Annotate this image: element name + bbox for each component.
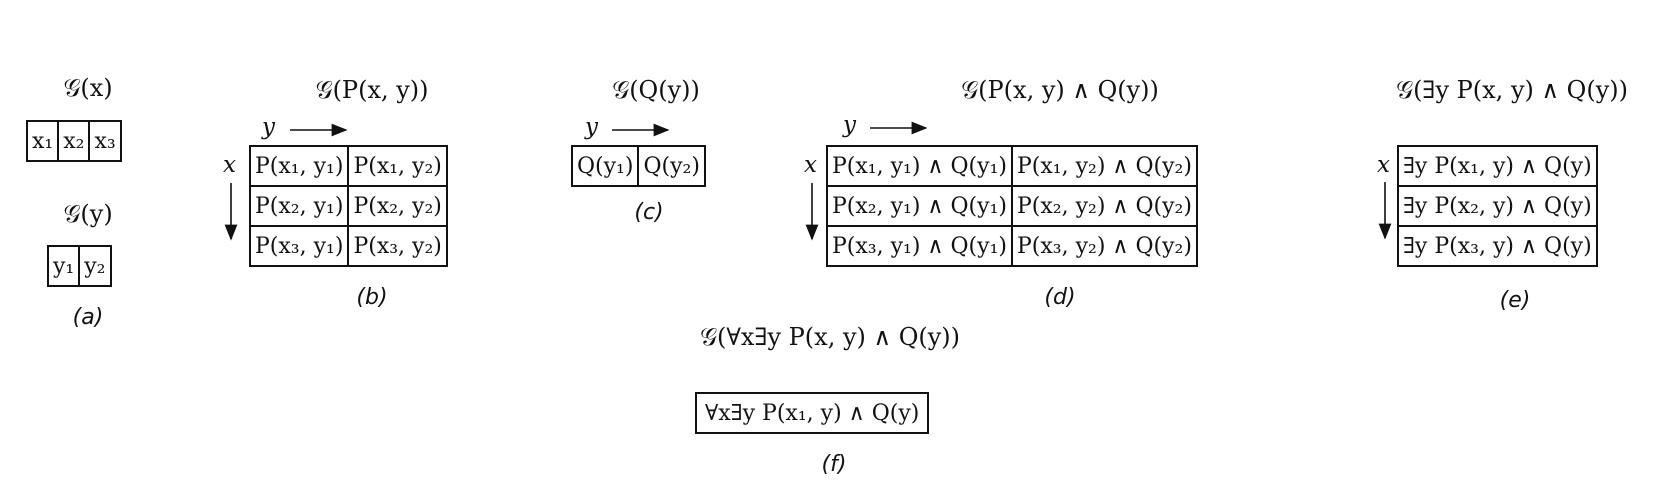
table-row: P(x₂, y₁) P(x₂, y₂) [248,185,448,227]
table-row: P(x₁, y₁) ∧ Q(y₁) P(x₁, y₂) ∧ Q(y₂) [826,145,1198,187]
table-row: P(x₃, y₁) P(x₃, y₂) [248,225,448,267]
panel-e-cell: ∃y P(x₂, y) ∧ Q(y) [1397,185,1598,227]
panel-e-cell: ∃y P(x₁, y) ∧ Q(y) [1397,145,1598,187]
panel-b-cell: P(x₃, y₂) [347,225,448,267]
table-row: P(x₁, y₁) P(x₁, y₂) [248,145,448,187]
panel-c-cell: Q(y₁) [570,145,640,187]
panel-d-caption: (d) [1044,285,1076,310]
panel-d-title: 𝒢(P(x, y) ∧ Q(y)) [961,76,1159,104]
panel-e-row-axis-label: x [1377,152,1390,178]
table-row: Q(y₁) Q(y₂) [570,145,706,187]
panel-b-title: 𝒢(P(x, y)) [315,76,429,104]
panel-b-row-axis-label: x [223,152,236,178]
panel-a-y-cell: y₁ [46,245,81,287]
table-row: P(x₂, y₁) ∧ Q(y₁) P(x₂, y₂) ∧ Q(y₂) [826,185,1198,227]
panel-a-x-cell: x₁ [25,120,60,162]
panel-a-x-cell: x₂ [57,120,91,162]
panel-a-title-y: 𝒢(y) [63,200,113,228]
panel-e-caption: (e) [1499,288,1531,313]
panel-b-table: P(x₁, y₁) P(x₁, y₂) P(x₂, y₁) P(x₂, y₂) … [248,145,448,267]
panel-b-col-axis-label: y [262,114,275,140]
panel-c-caption: (c) [634,200,664,225]
panel-d-cell: P(x₁, y₂) ∧ Q(y₂) [1010,145,1198,187]
panel-f-caption: (f) [821,452,847,477]
table-row: ∃y P(x₂, y) ∧ Q(y) [1397,185,1598,227]
panel-f-title: 𝒢(∀x∃y P(x, y) ∧ Q(y)) [699,323,961,351]
panel-d-cell: P(x₃, y₂) ∧ Q(y₂) [1010,225,1198,267]
panel-c-table: Q(y₁) Q(y₂) [570,145,706,187]
panel-e-cell: ∃y P(x₃, y) ∧ Q(y) [1397,225,1598,267]
table-row: ∃y P(x₁, y) ∧ Q(y) [1397,145,1598,187]
panel-b-cell: P(x₁, y₁) [248,145,350,187]
panel-a-x-table: x₁ x₂ x₃ [25,120,122,162]
panel-d-cell: P(x₃, y₁) ∧ Q(y₁) [826,225,1013,267]
panel-f-table: ∀x∃y P(x₁, y) ∧ Q(y) [694,392,930,434]
panel-d-table: P(x₁, y₁) ∧ Q(y₁) P(x₁, y₂) ∧ Q(y₂) P(x₂… [826,145,1198,267]
panel-c-col-axis-label: y [585,114,598,140]
panel-c-cell: Q(y₂) [637,145,706,187]
table-row: ∀x∃y P(x₁, y) ∧ Q(y) [694,392,930,434]
panel-a-title-x: 𝒢(x) [63,74,113,102]
panel-e-title: 𝒢(∃y P(x, y) ∧ Q(y)) [1395,76,1629,104]
panel-b-cell: P(x₁, y₂) [347,145,448,187]
panel-a-y-cell: y₂ [78,245,112,287]
table-row: P(x₃, y₁) ∧ Q(y₁) P(x₃, y₂) ∧ Q(y₂) [826,225,1198,267]
panel-a-caption: (a) [72,305,104,330]
panel-d-row-axis-label: x [804,152,817,178]
panel-d-cell: P(x₂, y₁) ∧ Q(y₁) [826,185,1013,227]
panel-a-x-cell: x₃ [88,120,122,162]
panel-d-cell: P(x₁, y₁) ∧ Q(y₁) [826,145,1013,187]
panel-a-y-table: y₁ y₂ [46,245,112,287]
panel-b-cell: P(x₂, y₁) [248,185,350,227]
panel-d-col-axis-label: y [843,112,856,138]
table-row: ∃y P(x₃, y) ∧ Q(y) [1397,225,1598,267]
panel-b-cell: P(x₃, y₁) [248,225,350,267]
panel-b-caption: (b) [356,285,388,310]
panel-e-table: ∃y P(x₁, y) ∧ Q(y) ∃y P(x₂, y) ∧ Q(y) ∃y… [1397,145,1598,267]
panel-c-title: 𝒢(Q(y)) [612,76,700,104]
panel-d-cell: P(x₂, y₂) ∧ Q(y₂) [1010,185,1198,227]
panel-f-cell: ∀x∃y P(x₁, y) ∧ Q(y) [694,392,930,434]
panel-b-cell: P(x₂, y₂) [347,185,448,227]
